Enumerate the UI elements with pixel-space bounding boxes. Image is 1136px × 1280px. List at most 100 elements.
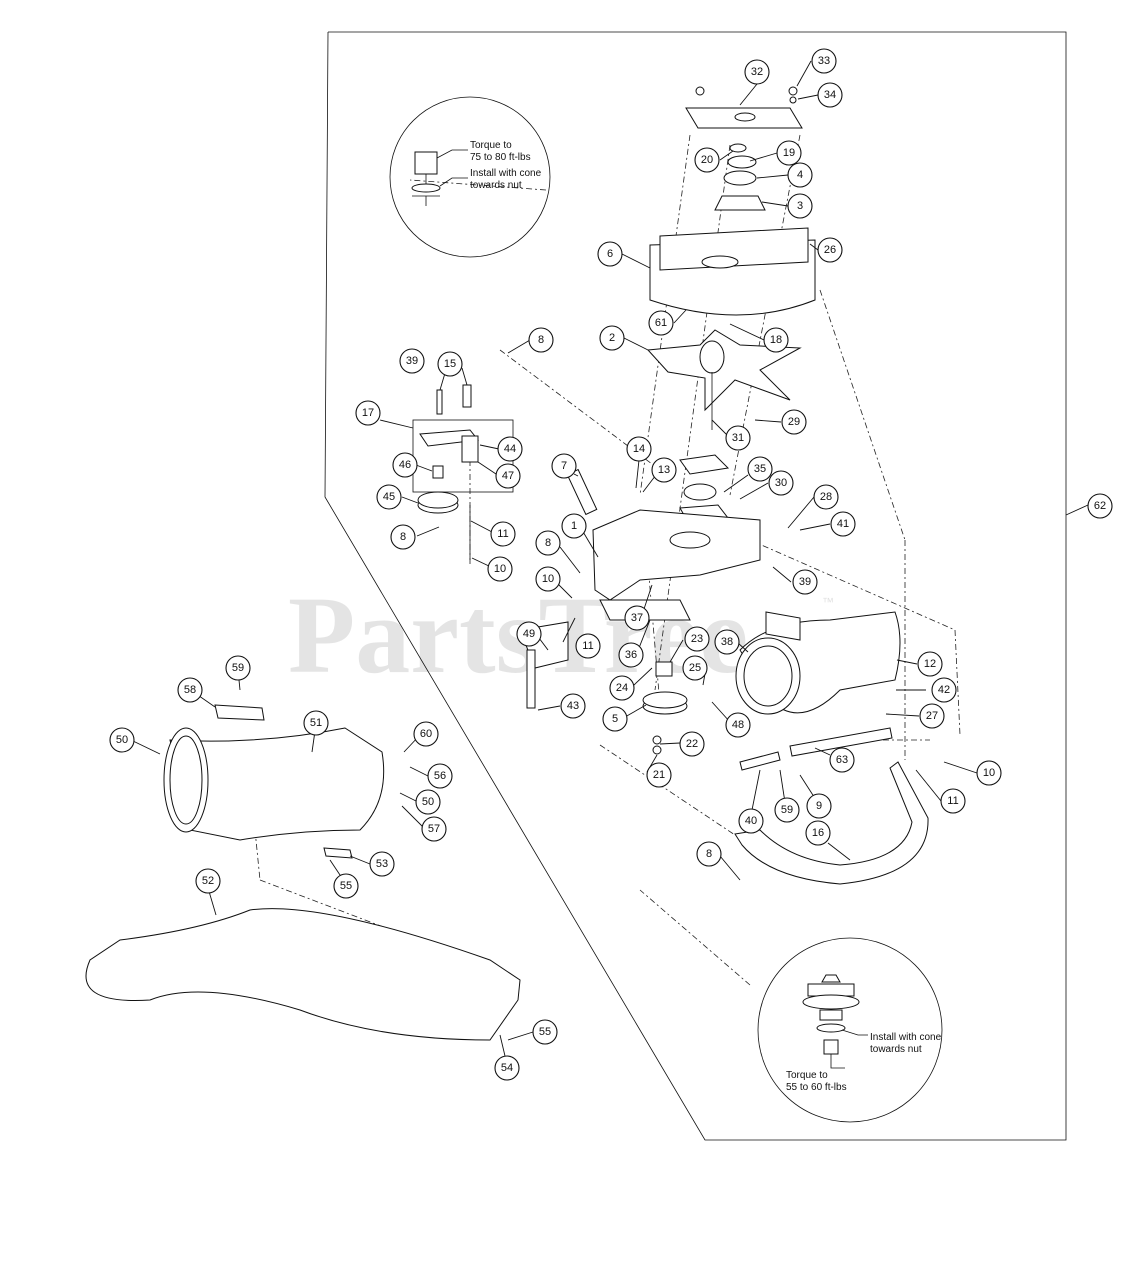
callout-16[interactable]: 16 — [805, 820, 831, 846]
svg-text:48: 48 — [732, 719, 744, 731]
callout-39[interactable]: 39 — [399, 348, 425, 374]
callout-33[interactable]: 33 — [811, 48, 837, 74]
callout-8[interactable]: 8 — [535, 530, 561, 556]
callout-14[interactable]: 14 — [626, 436, 652, 462]
callout-30[interactable]: 30 — [768, 470, 794, 496]
callout-47[interactable]: 47 — [495, 463, 521, 489]
svg-text:63: 63 — [836, 754, 848, 766]
callout-1[interactable]: 1 — [561, 513, 587, 539]
callout-15[interactable]: 15 — [437, 351, 463, 377]
svg-text:42: 42 — [938, 684, 950, 696]
callout-44[interactable]: 44 — [497, 436, 523, 462]
callout-48[interactable]: 48 — [725, 712, 751, 738]
svg-text:60: 60 — [420, 728, 432, 740]
callout-51[interactable]: 51 — [303, 710, 329, 736]
callout-8[interactable]: 8 — [390, 524, 416, 550]
svg-text:62: 62 — [1094, 500, 1106, 512]
callout-52[interactable]: 52 — [195, 868, 221, 894]
svg-text:44: 44 — [504, 443, 516, 455]
svg-text:12: 12 — [924, 658, 936, 670]
callout-12[interactable]: 12 — [917, 651, 943, 677]
watermark-trademark: ™ — [822, 595, 834, 609]
callout-7[interactable]: 7 — [551, 453, 577, 479]
svg-text:10: 10 — [494, 563, 506, 575]
svg-text:6: 6 — [607, 248, 613, 260]
callout-13[interactable]: 13 — [651, 457, 677, 483]
callout-8[interactable]: 8 — [528, 327, 554, 353]
callout-10[interactable]: 10 — [535, 566, 561, 592]
callout-53[interactable]: 53 — [369, 851, 395, 877]
callout-27[interactable]: 27 — [919, 703, 945, 729]
callout-36[interactable]: 36 — [618, 642, 644, 668]
svg-text:18: 18 — [770, 334, 782, 346]
callout-25[interactable]: 25 — [682, 655, 708, 681]
callout-37[interactable]: 37 — [624, 605, 650, 631]
callout-8[interactable]: 8 — [696, 841, 722, 867]
callout-55[interactable]: 55 — [333, 873, 359, 899]
callout-41[interactable]: 41 — [830, 511, 856, 537]
callout-63[interactable]: 63 — [829, 747, 855, 773]
callout-18[interactable]: 18 — [763, 327, 789, 353]
callout-26[interactable]: 26 — [817, 237, 843, 263]
svg-text:61: 61 — [655, 317, 667, 329]
callout-23[interactable]: 23 — [684, 626, 710, 652]
handle-bar — [734, 761, 929, 885]
callout-38[interactable]: 38 — [714, 629, 740, 655]
main-frame — [592, 509, 761, 601]
callout-24[interactable]: 24 — [609, 675, 635, 701]
callout-61[interactable]: 61 — [648, 310, 674, 336]
svg-text:40: 40 — [745, 815, 757, 827]
callout-6[interactable]: 6 — [597, 241, 623, 267]
callout-11[interactable]: 11 — [940, 788, 966, 814]
svg-text:24: 24 — [616, 682, 628, 694]
svg-text:50: 50 — [116, 734, 128, 746]
callout-19[interactable]: 19 — [776, 140, 802, 166]
callout-31[interactable]: 31 — [725, 425, 751, 451]
callout-57[interactable]: 57 — [421, 816, 447, 842]
callout-32[interactable]: 32 — [744, 59, 770, 85]
callout-3[interactable]: 3 — [787, 193, 813, 219]
callout-29[interactable]: 29 — [781, 409, 807, 435]
callout-10[interactable]: 10 — [976, 760, 1002, 786]
callout-59[interactable]: 59 — [225, 655, 251, 681]
callout-17[interactable]: 17 — [355, 400, 381, 426]
callout-40[interactable]: 40 — [738, 808, 764, 834]
callout-39[interactable]: 39 — [792, 569, 818, 595]
torque-detail-bottom: Install with cone towards nut Torque to … — [757, 937, 943, 1123]
callout-10[interactable]: 10 — [487, 556, 513, 582]
callout-42[interactable]: 42 — [931, 677, 957, 703]
callout-54[interactable]: 54 — [494, 1055, 520, 1081]
callout-59[interactable]: 59 — [774, 797, 800, 823]
callout-62[interactable]: 62 — [1087, 493, 1113, 519]
callout-55[interactable]: 55 — [532, 1019, 558, 1045]
callout-5[interactable]: 5 — [602, 706, 628, 732]
callout-49[interactable]: 49 — [516, 621, 542, 647]
callout-34[interactable]: 34 — [817, 82, 843, 108]
callout-11[interactable]: 11 — [575, 633, 601, 659]
svg-text:23: 23 — [691, 633, 703, 645]
callout-35[interactable]: 35 — [747, 456, 773, 482]
svg-text:21: 21 — [653, 769, 665, 781]
callout-28[interactable]: 28 — [813, 484, 839, 510]
callout-11[interactable]: 11 — [490, 521, 516, 547]
svg-text:55: 55 — [539, 1026, 551, 1038]
svg-text:33: 33 — [818, 55, 830, 67]
callout-4[interactable]: 4 — [787, 162, 813, 188]
callout-20[interactable]: 20 — [694, 147, 720, 173]
callout-22[interactable]: 22 — [679, 731, 705, 757]
callout-21[interactable]: 21 — [646, 762, 672, 788]
svg-text:58: 58 — [184, 684, 196, 696]
callout-46[interactable]: 46 — [392, 452, 418, 478]
callout-50[interactable]: 50 — [415, 789, 441, 815]
svg-text:45: 45 — [383, 491, 395, 503]
callout-9[interactable]: 9 — [806, 793, 832, 819]
callout-43[interactable]: 43 — [560, 693, 586, 719]
callout-45[interactable]: 45 — [376, 484, 402, 510]
callout-50[interactable]: 50 — [109, 727, 135, 753]
callout-56[interactable]: 56 — [427, 763, 453, 789]
callout-2[interactable]: 2 — [599, 325, 625, 351]
svg-text:28: 28 — [820, 491, 832, 503]
callout-60[interactable]: 60 — [413, 721, 439, 747]
callout-58[interactable]: 58 — [177, 677, 203, 703]
